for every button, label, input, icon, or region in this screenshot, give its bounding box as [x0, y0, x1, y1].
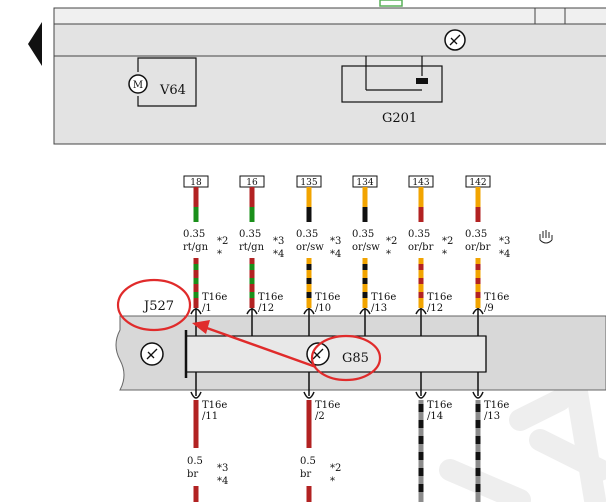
- connector-name: T16e: [315, 292, 340, 303]
- top-panel: [53, 0, 606, 145]
- annotation-group: J527: [116, 278, 382, 382]
- wire-note: *3: [217, 463, 228, 474]
- wire-note: *2: [386, 236, 397, 247]
- wire-color-code: br: [300, 469, 311, 480]
- connector-arc: [415, 391, 427, 399]
- terminal-number: 135: [300, 178, 317, 188]
- wire-note: *3: [330, 236, 341, 247]
- bottom-wire-2: T16e/14: [415, 372, 452, 502]
- back-arrow-icon[interactable]: [28, 22, 42, 66]
- wire-size: 0.35: [239, 229, 261, 240]
- watermark: [439, 369, 606, 502]
- hand-cursor-icon: [539, 230, 553, 244]
- connector-pin-number: /12: [427, 303, 443, 314]
- bottom-wire-group: T16e/110.5br*3*4T16e/20.5br*2*T16e/14T16…: [187, 372, 509, 502]
- bottom-wire-1: T16e/2 0.5 br *2 *: [300, 372, 341, 502]
- wire-size: 0.35: [183, 229, 205, 240]
- connector-name: T16e: [202, 292, 227, 303]
- wire-note: *4: [217, 476, 228, 487]
- connector-arc: [190, 391, 202, 399]
- connector-pin-number: /13: [371, 303, 387, 314]
- annotation-arrow-head: [192, 320, 210, 334]
- terminal-number: 134: [356, 178, 373, 188]
- sensor-g201: G201: [341, 56, 443, 126]
- connector-name: T16e: [371, 292, 396, 303]
- terminal-number: 143: [412, 178, 429, 188]
- connector-name: T16e: [427, 400, 452, 411]
- wire-note: *2: [217, 236, 228, 247]
- bottom-wire-3: T16e/13: [472, 372, 509, 502]
- connector-arc: [472, 391, 484, 399]
- connector-pin-number: /10: [315, 303, 331, 314]
- wire-size: 0.5: [300, 456, 316, 467]
- module-j527: [115, 315, 606, 391]
- wire-size: 0.35: [352, 229, 374, 240]
- wire-note: *2: [330, 463, 341, 474]
- connector-name: T16e: [315, 400, 340, 411]
- motor-label: V64: [159, 83, 186, 98]
- j527-label: J527: [142, 299, 174, 314]
- top-wire-group: 180.35rt/gn*2*T16e/1160.35rt/gn*3*4T16e/…: [183, 175, 510, 336]
- connector-name: T16e: [484, 292, 509, 303]
- wire-color-code: or/br: [408, 242, 434, 253]
- top-wire-18: 18 0.35 rt/gn *2 * T16e/1: [183, 175, 228, 336]
- wire-note: *4: [499, 249, 510, 260]
- wire-note: *4: [273, 249, 284, 260]
- annotation-arrow: [203, 325, 317, 369]
- connector-pin-number: /13: [484, 411, 500, 422]
- motor-v64: M V64: [128, 57, 197, 107]
- top-wire-143: 143 0.35 or/br *2 * T16e/12: [408, 175, 453, 336]
- module-ground-icon: [140, 342, 164, 366]
- connector-pin-number: /11: [202, 411, 218, 422]
- connector-name: T16e: [427, 292, 452, 303]
- connector-pin-number: /2: [315, 411, 325, 422]
- connector-pin-number: /14: [427, 411, 443, 422]
- terminal-number: 16: [246, 178, 258, 188]
- wire-color-code: rt/gn: [183, 242, 209, 253]
- bottom-wire-0: T16e/11 0.5 br *3 *4: [187, 372, 228, 502]
- wire-note: *4: [330, 249, 341, 260]
- wire-note: *: [386, 249, 391, 260]
- g85-label: G85: [342, 351, 369, 366]
- wire-note: *3: [499, 236, 510, 247]
- wire-color-code: br: [187, 469, 198, 480]
- wire-size: 0.35: [465, 229, 487, 240]
- wire-color-code: rt/gn: [239, 242, 265, 253]
- annotation-circle-j527: [116, 278, 192, 332]
- connector-name: T16e: [258, 292, 283, 303]
- connector-name: T16e: [202, 400, 227, 411]
- wire-note: *3: [273, 236, 284, 247]
- wire-color-code: or/br: [465, 242, 491, 253]
- terminal-number: 18: [190, 178, 202, 188]
- connector-pin-number: /1: [202, 303, 212, 314]
- wire-size: 0.35: [408, 229, 430, 240]
- motor-icon: M: [133, 80, 143, 91]
- wire-size: 0.5: [187, 456, 203, 467]
- wire-note: *: [217, 249, 222, 260]
- connector-pin-number: /12: [258, 303, 274, 314]
- wire-color-code: or/sw: [352, 242, 380, 253]
- ground-symbol-icon: [444, 29, 466, 51]
- connector-arc: [303, 391, 315, 399]
- top-wire-134: 134 0.35 or/sw *2 * T16e/13: [352, 175, 397, 336]
- annotation-circle-g85: [310, 334, 382, 382]
- wire-size: 0.35: [296, 229, 318, 240]
- connector-name: T16e: [484, 400, 509, 411]
- terminal-number: 142: [469, 178, 486, 188]
- connector-pin-number: /9: [484, 303, 494, 314]
- wire-note: *: [330, 476, 335, 487]
- wire-note: *: [442, 249, 447, 260]
- sensor-label: G201: [382, 111, 417, 126]
- wire-note: *2: [442, 236, 453, 247]
- wire-color-code: or/sw: [296, 242, 324, 253]
